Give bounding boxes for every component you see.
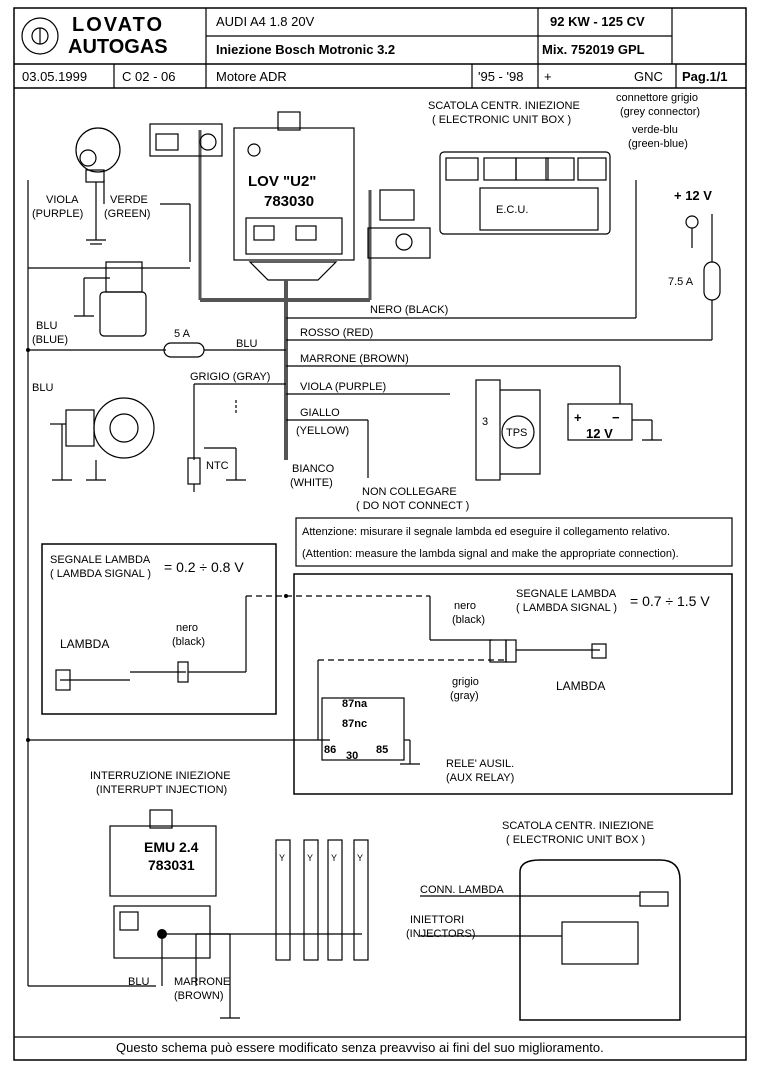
emu-brown-label: (BROWN) xyxy=(174,990,224,1002)
engine-power: 92 KW - 125 CV xyxy=(550,14,645,29)
blu-label: BLU xyxy=(36,320,58,332)
lambda-right-grigio: grigio xyxy=(452,676,479,688)
injectors-label-en: (INJECTORS) xyxy=(406,928,476,940)
logo-line1: LOVATO xyxy=(72,14,164,36)
white-wire-label: (WHITE) xyxy=(290,477,333,489)
emu-title: EMU 2.4 xyxy=(144,839,199,855)
green-blue-label-en: (green-blue) xyxy=(628,138,688,150)
lambda-left-nero: nero xyxy=(176,622,199,634)
interrupt-label-en: (INTERRUPT INJECTION) xyxy=(96,784,228,796)
green-blue-label: verde-blu xyxy=(632,124,678,136)
fuel-type: GNC xyxy=(634,69,663,84)
grey-connector-label: connettore grigio xyxy=(616,92,698,104)
tps-pin-label: 3 xyxy=(482,416,489,428)
battery-label: 12 V xyxy=(586,426,613,441)
lambda-left-title-en: ( LAMBDA SIGNAL ) xyxy=(50,568,152,580)
lambda-right-black: (black) xyxy=(452,614,486,626)
ecu-box-label: SCATOLA CENTR. INIEZIONE xyxy=(428,100,580,112)
emu-blu-label: BLU xyxy=(128,976,150,988)
blue-label: (BLUE) xyxy=(32,334,69,346)
non-collegare-label: NON COLLEGARE xyxy=(362,486,457,498)
ecu-label: E.C.U. xyxy=(496,204,529,216)
mixer-code: Mix. 752019 GPL xyxy=(542,42,645,57)
car-model: AUDI A4 1.8 20V xyxy=(216,14,315,29)
relay-30: 30 xyxy=(346,750,359,762)
attention-it: Attenzione: misurare il segnale lambda e… xyxy=(302,526,671,538)
lambda-left-black: (black) xyxy=(172,636,206,648)
bottom-ecu-box-label: SCATOLA CENTR. INIEZIONE xyxy=(502,820,654,832)
viola-wire-label: VIOLA (PURPLE) xyxy=(300,381,387,393)
relay-label: RELE' AUSIL. xyxy=(446,758,515,770)
tps-label: TPS xyxy=(506,427,528,439)
yellow-wire-label: (YELLOW) xyxy=(296,425,350,437)
attention-en: (Attention: measure the lambda signal an… xyxy=(302,548,679,560)
ntc-label: NTC xyxy=(206,460,229,472)
injector-tag-1: Y xyxy=(279,853,286,863)
injector-tag-3: Y xyxy=(331,853,338,863)
revision-date: 03.05.1999 xyxy=(22,69,88,84)
grey-connector-label-en: (grey connector) xyxy=(620,106,701,118)
lambda-right-range: = 0.7 ÷ 1.5 V xyxy=(630,593,710,609)
marrone-wire-label: MARRONE (BROWN) xyxy=(300,353,409,365)
engine-code: Motore ADR xyxy=(216,69,287,84)
page-number: Pag.1/1 xyxy=(682,69,728,84)
rosso-wire-label: ROSSO (RED) xyxy=(300,327,374,339)
injection-system: Iniezione Bosch Motronic 3.2 xyxy=(216,42,396,57)
grigio-wire-label: GRIGIO (GRAY) xyxy=(190,371,271,383)
relay-label-en: (AUX RELAY) xyxy=(446,772,515,784)
lambda-right-nero: nero xyxy=(454,600,477,612)
giallo-wire-label: GIALLO xyxy=(300,407,340,419)
lambda-right-gray: (gray) xyxy=(450,690,479,702)
relay-85: 85 xyxy=(376,744,389,756)
nero-wire-label: NERO (BLACK) xyxy=(370,304,449,316)
battery-minus: − xyxy=(612,410,620,425)
plus-sign: + xyxy=(544,69,552,84)
interrupt-label: INTERRUZIONE INIEZIONE xyxy=(90,770,231,782)
ecu-box-label-en: ( ELECTRONIC UNIT BOX ) xyxy=(432,114,572,126)
drawing-code: C 02 - 06 xyxy=(122,69,176,84)
blu-reducer-label: BLU xyxy=(32,382,54,394)
footer-note: Questo schema può essere modificato senz… xyxy=(116,1040,604,1055)
fuse-75-label: 7.5 A xyxy=(668,276,694,288)
emu-marrone-label: MARRONE xyxy=(174,976,231,988)
lambda-left-range: = 0.2 ÷ 0.8 V xyxy=(164,559,244,575)
injectors-label: INIETTORI xyxy=(410,914,465,926)
injector-tag-4: Y xyxy=(357,853,364,863)
bottom-ecu-box-label-en: ( ELECTRONIC UNIT BOX ) xyxy=(506,834,646,846)
relay-86: 86 xyxy=(324,744,337,756)
lambda-left-title: SEGNALE LAMBDA xyxy=(50,554,151,566)
lov-title: LOV "U2" xyxy=(248,173,317,190)
lambda-right-title-en: ( LAMBDA SIGNAL ) xyxy=(516,602,618,614)
verde-label: VERDE xyxy=(110,194,148,206)
logo-line2: AUTOGAS xyxy=(68,36,168,58)
fuse-5-label: 5 A xyxy=(174,328,190,340)
purple-label: (PURPLE) xyxy=(32,208,84,220)
emu-code: 783031 xyxy=(148,857,195,873)
model-years: '95 - '98 xyxy=(478,69,524,84)
battery-plus: + xyxy=(574,410,582,425)
injector-tag-2: Y xyxy=(307,853,314,863)
bianco-wire-label: BIANCO xyxy=(292,463,335,475)
lambda-left-label: LAMBDA xyxy=(60,637,110,651)
conn-lambda-label: CONN. LAMBDA xyxy=(420,884,504,896)
viola-label: VIOLA xyxy=(46,194,79,206)
relay-87na: 87na xyxy=(342,698,368,710)
green-label: (GREEN) xyxy=(104,208,151,220)
lambda-right-label: LAMBDA xyxy=(556,679,606,693)
plus12-label: + 12 V xyxy=(674,188,712,203)
relay-87nc: 87nc xyxy=(342,718,368,730)
lov-code: 783030 xyxy=(264,193,315,210)
lambda-right-title: SEGNALE LAMBDA xyxy=(516,588,617,600)
blu-wire-label: BLU xyxy=(236,338,258,350)
do-not-connect-label: ( DO NOT CONNECT ) xyxy=(356,500,470,512)
